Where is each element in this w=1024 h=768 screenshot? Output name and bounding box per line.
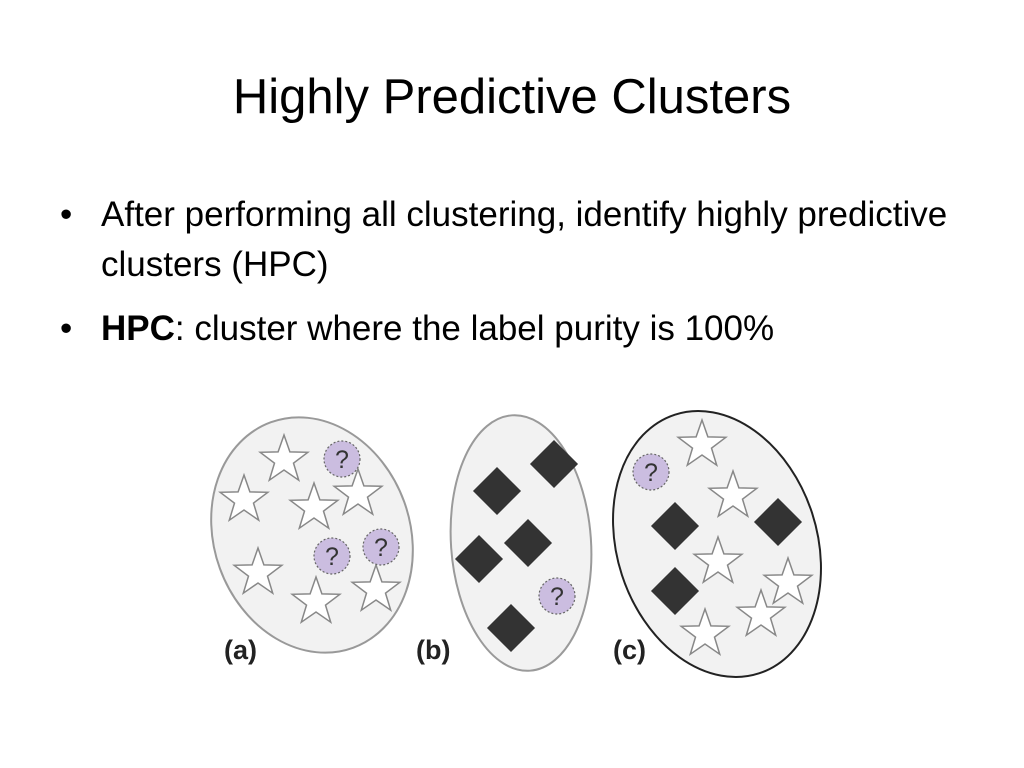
unknown-label-icon bbox=[362, 528, 400, 566]
unknown-label-text: ? bbox=[335, 446, 349, 474]
cluster-c-label: (c) bbox=[613, 635, 646, 665]
unknown-label-text: ? bbox=[550, 583, 564, 611]
bullet-marker: • bbox=[60, 309, 73, 348]
cluster-figure: ? ? ? (a) ? (b) bbox=[210, 410, 822, 678]
bullet-list: • After performing all clustering, ident… bbox=[60, 190, 980, 368]
bullet-item: • After performing all clustering, ident… bbox=[60, 190, 980, 290]
unknown-label-icon bbox=[323, 440, 361, 478]
bullet-text: After performing all clustering, identif… bbox=[101, 195, 948, 284]
slide-title: Highly Predictive Clusters bbox=[232, 70, 792, 124]
cluster-a-outline bbox=[210, 416, 414, 654]
cluster-b-label: (b) bbox=[416, 635, 450, 665]
unknown-label-icon bbox=[313, 537, 351, 575]
bullet-term: HPC bbox=[101, 309, 175, 348]
unknown-label-text: ? bbox=[374, 534, 388, 562]
unknown-label-icon bbox=[538, 577, 576, 615]
unknown-label-icon bbox=[632, 453, 670, 491]
cluster-b: ? (b) bbox=[416, 414, 593, 672]
cluster-c: ? (c) bbox=[612, 410, 822, 678]
unknown-label-text: ? bbox=[325, 543, 339, 571]
unknown-label-text: ? bbox=[644, 459, 658, 487]
bullet-text: : cluster where the label purity is 100% bbox=[174, 309, 775, 348]
bullet-item: • HPC: cluster where the label purity is… bbox=[60, 304, 980, 354]
bullet-marker: • bbox=[60, 195, 73, 234]
cluster-a-label: (a) bbox=[224, 635, 257, 665]
cluster-a: ? ? ? (a) bbox=[210, 416, 414, 665]
